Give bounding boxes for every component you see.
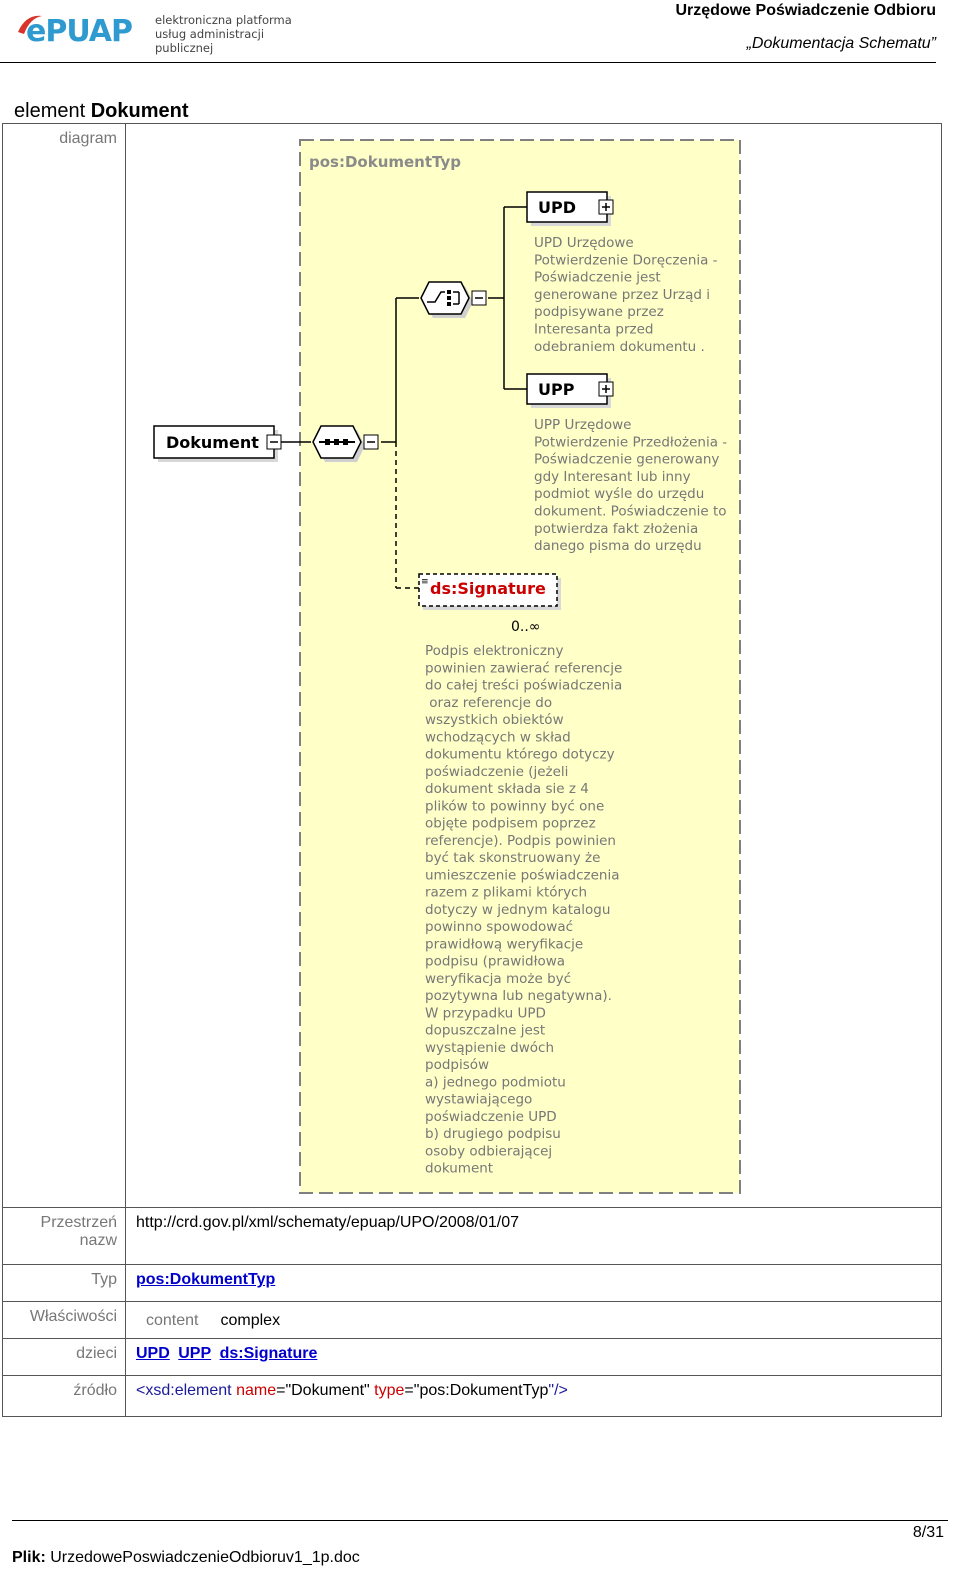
doc-line: referencje). Podpis powinien xyxy=(425,833,616,849)
children-row: dzieci UPD UPP ds:Signature xyxy=(2,1338,942,1376)
file-name: Plik: UrzedowePoswiadczenieOdbioruv1_1p.… xyxy=(12,1549,360,1566)
source-label: źródło xyxy=(2,1375,126,1417)
doc-line: osoby odbierającej xyxy=(425,1143,552,1159)
children-label: dzieci xyxy=(2,1338,126,1376)
complex-type-name: pos:DokumentTyp xyxy=(309,153,461,171)
signature-occurs: 0..∞ xyxy=(511,619,540,635)
doc-line: Poświadczenie generowany xyxy=(534,452,719,468)
doc-line: generowane przez Urząd i xyxy=(534,287,710,303)
doc-line: potwierdza fakt złożenia xyxy=(534,521,698,537)
dokument-node: Dokument xyxy=(153,425,282,462)
doc-line: wystąpienie dwóch xyxy=(425,1040,554,1056)
property-key: content xyxy=(146,1312,199,1329)
doc-line: podpisu (prawidłowa xyxy=(425,954,565,970)
upd-node: UPD xyxy=(526,191,614,226)
upp-node: UPP xyxy=(526,373,614,408)
doc-line: dokumentu którego dotyczy xyxy=(425,747,615,763)
properties-row: Właściwości content complex xyxy=(2,1301,942,1339)
page-number: 8/31 xyxy=(912,1524,944,1541)
doc-line: b) drugiego podpisu xyxy=(425,1126,561,1142)
upd-label: UPD xyxy=(538,198,576,217)
footer-divider xyxy=(12,1520,948,1521)
signature-node: ds:Signature ≡ xyxy=(418,573,561,610)
upp-label: UPP xyxy=(538,380,575,399)
doc-line: wszystkich obiektów xyxy=(425,712,564,728)
source-row: źródło <xsd:element name="Dokument" type… xyxy=(2,1375,942,1417)
element-table: diagram pos:DokumentTyp xyxy=(2,123,942,1417)
signature-label: ds:Signature xyxy=(430,579,546,598)
sequence-compositor-icon xyxy=(312,425,379,462)
doc-line: W przypadku UPD xyxy=(425,1005,546,1021)
doc-line: prawidłową weryfikacje xyxy=(425,936,583,952)
doc-line: razem z plikami których xyxy=(425,885,587,901)
choice-compositor-icon xyxy=(420,281,487,318)
schema-diagram: pos:DokumentTyp xyxy=(153,139,741,1194)
doc-line: Poświadczenie jest xyxy=(534,270,661,286)
properties-label: Właściwości xyxy=(2,1301,126,1339)
document-subtitle: „Dokumentacja Schematu” xyxy=(746,35,936,52)
doc-line: podpisywane przez xyxy=(534,304,664,320)
doc-line: a) jednego podmiotu xyxy=(425,1074,566,1090)
type-link[interactable]: pos:DokumentTyp xyxy=(136,1271,276,1288)
section-title: element Dokument xyxy=(14,100,189,122)
doc-line: podpisów xyxy=(425,1057,489,1073)
doc-line: pozytywna lub negatywna). xyxy=(425,988,612,1004)
doc-line: powinien zawierać referencje xyxy=(425,660,622,676)
page-header: ePUAP elektroniczna platforma usług admi… xyxy=(0,0,960,64)
doc-line: oraz referencje do xyxy=(425,695,552,711)
doc-line: poświadczenie UPD xyxy=(425,1109,557,1125)
doc-line: dokument. Poświadczenie to xyxy=(534,504,727,520)
header-divider xyxy=(0,62,936,63)
namespace-value: http://crd.gov.pl/xml/schematy/epuap/UPO… xyxy=(125,1207,942,1265)
doc-line: poświadczenie (jeżeli xyxy=(425,764,568,780)
epuap-logo: ePUAP elektroniczna platforma usług admi… xyxy=(12,8,312,55)
dokument-label: Dokument xyxy=(166,433,259,452)
doc-line: dokument składa sie z 4 xyxy=(425,781,589,797)
doc-line: UPP Urzędowe xyxy=(534,417,631,433)
property-value: complex xyxy=(220,1312,281,1329)
doc-line: danego pisma do urzędu xyxy=(534,538,702,554)
doc-line: wchodzących w skład xyxy=(425,729,571,745)
child-link-signature[interactable]: ds:Signature xyxy=(219,1345,318,1362)
doc-line: Interesanta przed xyxy=(534,322,654,338)
doc-line: dotyczy w jednym katalogu xyxy=(425,902,610,918)
doc-line: UPD Urzędowe xyxy=(534,235,634,251)
doc-line: dopuszczalne jest xyxy=(425,1023,545,1039)
doc-line: weryfikacja może być xyxy=(425,971,571,987)
child-link-upp[interactable]: UPP xyxy=(178,1345,212,1362)
doc-line: objęte podpisem poprzez xyxy=(425,816,596,832)
doc-line: gdy Interesant lub inny xyxy=(534,469,691,485)
doc-line: Podpis elektroniczny xyxy=(425,643,563,659)
doc-line: powinno spowodować xyxy=(425,919,573,935)
doc-line: plików to powinny być one xyxy=(425,798,604,814)
signature-ref-icon: ≡ xyxy=(421,577,429,587)
diagram-label: diagram xyxy=(2,123,126,1208)
diagram-cell: pos:DokumentTyp xyxy=(125,123,942,1208)
child-link-upd[interactable]: UPD xyxy=(136,1345,170,1362)
type-label: Typ xyxy=(2,1264,126,1302)
doc-line: Potwierdzenie Doręczenia - xyxy=(534,252,718,268)
source-code: <xsd:element name="Dokument" type="pos:D… xyxy=(125,1375,942,1417)
connectors xyxy=(281,206,527,589)
type-row: Typ pos:DokumentTyp xyxy=(2,1264,942,1302)
doc-line: Potwierdzenie Przedłożenia - xyxy=(534,434,727,450)
logo-wordmark: ePUAP xyxy=(26,14,133,49)
doc-line: do całej treści poświadczenia xyxy=(425,678,622,694)
doc-line: podmiot wyśle do urzędu xyxy=(534,486,704,502)
doc-line: wystawiającego xyxy=(425,1092,532,1108)
logo-swoosh-icon xyxy=(18,15,42,34)
doc-line: umieszczenie poświadczenia xyxy=(425,867,620,883)
doc-line: odebraniem dokumentu . xyxy=(534,339,705,355)
document-title: Urzędowe Poświadczenie Odbioru xyxy=(675,2,937,19)
diagram-row: diagram pos:DokumentTyp xyxy=(2,123,942,1208)
logo-tagline: elektroniczna platforma usług administra… xyxy=(155,13,292,55)
doc-line: być tak skonstruowany że xyxy=(425,850,600,866)
doc-line: dokument xyxy=(425,1161,493,1177)
complex-type-box xyxy=(299,139,741,1194)
